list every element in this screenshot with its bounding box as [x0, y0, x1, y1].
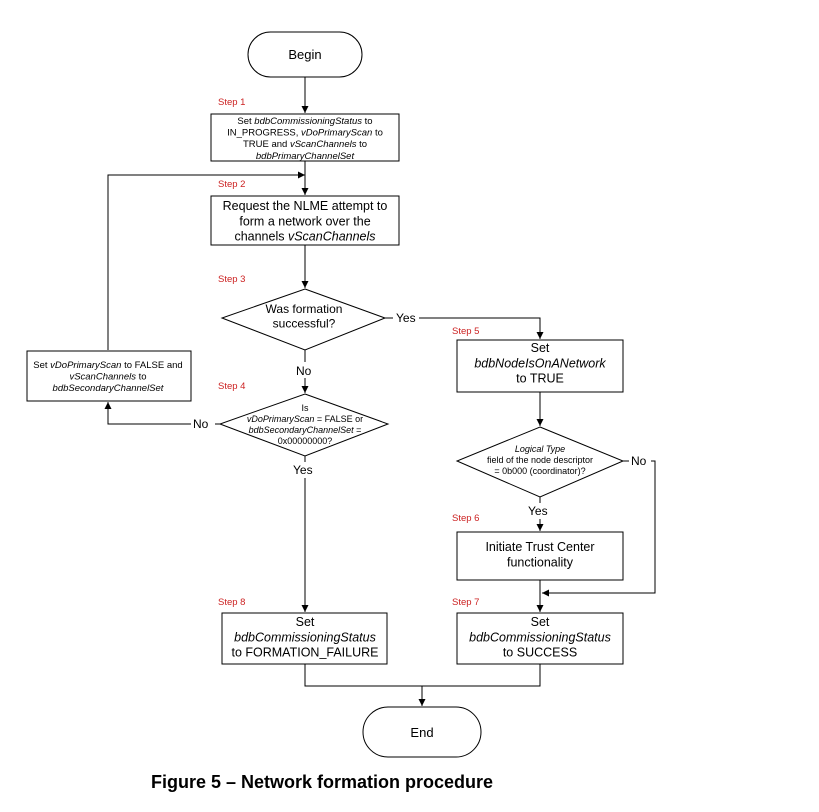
node-text-segment: to	[356, 139, 367, 150]
step6-box	[456, 531, 624, 581]
node-text-segment: Set	[237, 116, 254, 127]
node-text-segment: vScanChannels	[290, 139, 357, 150]
node-text-segment: bdbSecondaryChannelSet	[53, 383, 164, 394]
node-text-segment: TRUE and	[243, 139, 290, 150]
node-text-segment: Request the NLME attempt to	[223, 199, 388, 213]
node-text-segment: IN_PROGRESS,	[227, 128, 301, 139]
node-text-segment: =	[354, 425, 362, 435]
node-text-segment: vDoPrimaryScan	[50, 360, 121, 371]
step-label-4: Step 4	[218, 381, 245, 392]
step5-box	[456, 339, 624, 393]
step2-box	[210, 195, 400, 246]
node-text-segment: to TRUE	[516, 372, 564, 386]
node-text-segment: to	[372, 128, 383, 139]
yes-label-step3: Yes	[396, 311, 416, 325]
no-label-step3: No	[296, 364, 312, 378]
node-text-segment: Logical Type	[515, 444, 565, 454]
node-text-segment: to	[362, 116, 373, 127]
begin-terminator	[247, 31, 363, 78]
step-label-8: Step 8	[218, 597, 245, 608]
step-label-6: Step 6	[452, 513, 479, 524]
node-text-segment: to FALSE and	[121, 360, 182, 371]
step-label-3: Step 3	[218, 274, 245, 285]
node-text-segment: bdbCommissioningStatus	[469, 630, 611, 644]
node-text-segment: to SUCCESS	[503, 646, 577, 660]
edge-step3-yes	[385, 317, 544, 339]
node-text-segment: form a network over the	[239, 214, 370, 228]
node-text-segment: bdbSecondaryChannelSet	[249, 425, 355, 435]
node-text-segment: Is	[301, 403, 309, 413]
node-text-segment: 0x00000000?	[278, 436, 333, 446]
step4-decision	[218, 393, 390, 457]
no-label-step4: No	[193, 417, 209, 431]
node-text-segment: Initiate Trust Center	[485, 540, 594, 554]
node-text-segment: functionality	[507, 555, 574, 569]
node-text-segment: vScanChannels	[288, 230, 376, 244]
edge-merge-end	[304, 664, 541, 687]
node-text-segment: bdbCommissioningStatus	[254, 116, 362, 127]
node-text-segment: Was formation	[266, 302, 343, 316]
node-text-segment: bdbNodeIsOnANetwork	[474, 356, 606, 370]
node-text-segment: channels	[234, 230, 288, 244]
step8-box	[221, 612, 388, 665]
node-text-segment: to FORMATION_FAILURE	[231, 646, 378, 660]
edge-step4-no	[104, 402, 220, 425]
node-text-segment: vScanChannels	[69, 372, 136, 383]
node-text-segment: vDoPrimaryScan	[301, 128, 372, 139]
step-label-1: Step 1	[218, 97, 245, 108]
node-text-segment: to	[136, 372, 147, 383]
node-text-segment: successful?	[273, 317, 336, 331]
node-text-segment: Set	[531, 615, 550, 629]
node-text-segment: Begin	[288, 47, 321, 62]
node-text-segment: End	[410, 725, 433, 740]
node-text-segment: = 0b000 (coordinator)?	[494, 466, 585, 476]
yes-label-step4: Yes	[293, 463, 313, 477]
yes-label-logical-type: Yes	[528, 504, 548, 518]
retry-box	[26, 350, 192, 402]
node-text-segment: vDoPrimaryScan	[247, 414, 315, 424]
step-label-7: Step 7	[452, 597, 479, 608]
begin-label: Begin	[288, 47, 321, 62]
step1-box	[210, 113, 400, 162]
no-label-logical-type: No	[631, 454, 647, 468]
step7-box	[456, 612, 624, 665]
node-text-segment: field of the node descriptor	[487, 455, 593, 465]
end-terminator	[362, 706, 482, 758]
end-label: End	[410, 725, 433, 740]
step-label-2: Step 2	[218, 179, 245, 190]
node-text-segment: Set	[296, 615, 315, 629]
edge-retry-step2	[107, 171, 305, 350]
node-text-segment: Set	[33, 360, 50, 371]
node-text-segment: = FALSE or	[314, 414, 363, 424]
node-text-segment: bdbPrimaryChannelSet	[256, 151, 355, 162]
node-text-segment: bdbCommissioningStatus	[234, 630, 376, 644]
step-labels: Step 1 Step 2 Step 3 Step 4 Step 5 Step …	[218, 97, 479, 608]
step-label-5: Step 5	[452, 326, 479, 337]
node-text-segment: Set	[531, 341, 550, 355]
edge-labels: Yes No No Yes No Yes	[191, 311, 651, 519]
logical-type-decision	[455, 426, 625, 498]
figure-caption: Figure 5 – Network formation procedure	[151, 772, 494, 792]
step3-decision	[220, 288, 387, 351]
shapes	[26, 31, 625, 758]
